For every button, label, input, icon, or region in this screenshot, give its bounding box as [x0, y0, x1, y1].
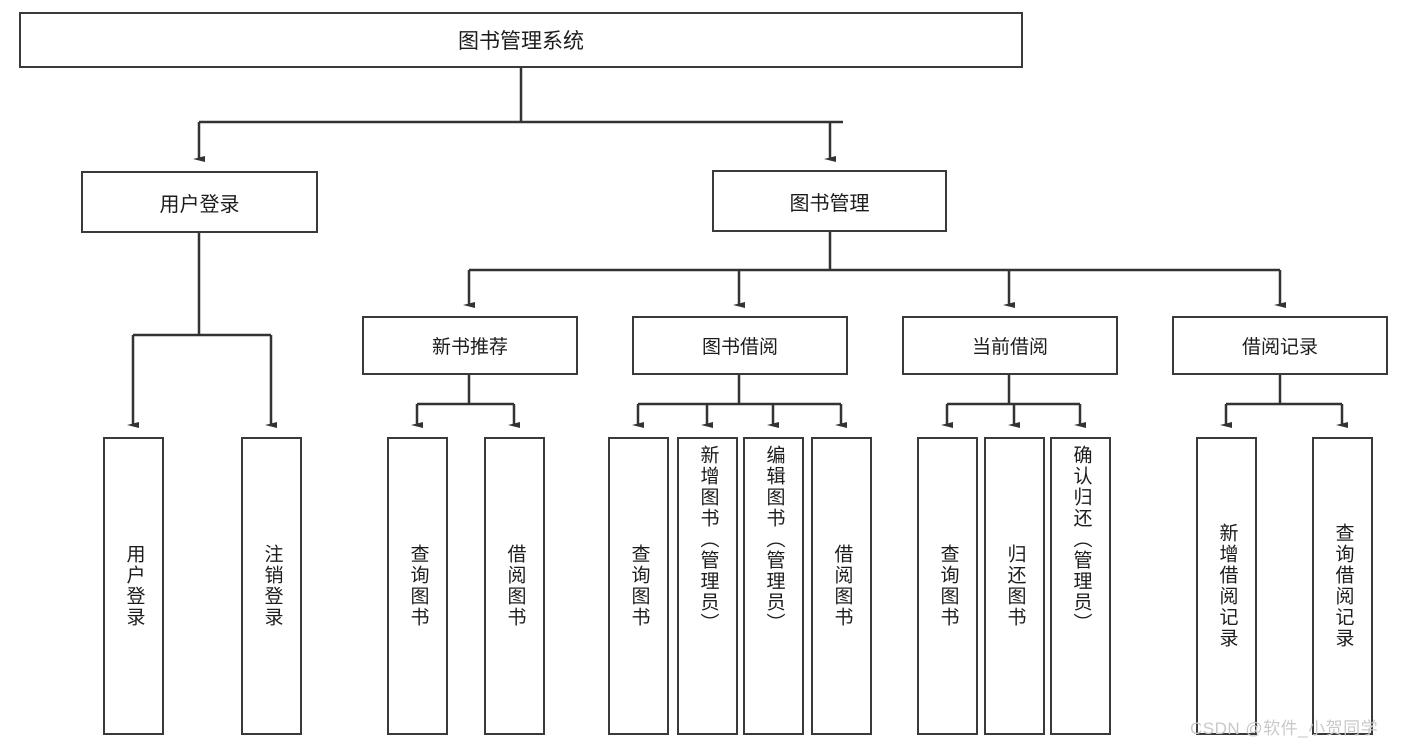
leaf-borrow-add-book[interactable]: 新增图书（管理员） — [677, 437, 738, 735]
leaf-current-return-book-label: 归还图书 — [1004, 544, 1026, 628]
node-book-management-label: 图书管理 — [789, 192, 870, 215]
leaf-borrow-query-book-label: 查询图书 — [628, 544, 650, 628]
leaf-record-add[interactable]: 新增借阅记录 — [1196, 437, 1257, 735]
node-root-system-label: 图书管理系统 — [458, 30, 584, 53]
leaf-new-book-query[interactable]: 查询图书 — [387, 437, 448, 735]
leaf-borrow-borrow-book[interactable]: 借阅图书 — [811, 437, 872, 735]
leaf-new-book-query-label: 查询图书 — [407, 544, 429, 628]
leaf-borrow-borrow-book-label: 借阅图书 — [831, 544, 853, 628]
csdn-watermark: CSDN @软件_小贺同学 — [1190, 719, 1379, 738]
leaf-borrow-edit-book[interactable]: 编辑图书（管理员） — [743, 437, 804, 735]
leaf-user-login-label: 用户登录 — [123, 544, 145, 628]
leaf-current-query-book[interactable]: 查询图书 — [917, 437, 978, 735]
leaf-new-book-borrow[interactable]: 借阅图书 — [484, 437, 545, 735]
node-current-borrow[interactable]: 当前借阅 — [902, 316, 1118, 375]
leaf-current-query-book-label: 查询图书 — [937, 544, 959, 628]
leaf-current-confirm-return-label: 确认归还（管理员） — [1070, 445, 1092, 634]
node-new-book-recommend[interactable]: 新书推荐 — [362, 316, 578, 375]
leaf-current-confirm-return[interactable]: 确认归还（管理员） — [1050, 437, 1111, 735]
node-user-login-label: 用户登录 — [159, 193, 240, 216]
node-borrow-record[interactable]: 借阅记录 — [1172, 316, 1388, 375]
node-borrow-record-label: 借阅记录 — [1241, 337, 1318, 358]
node-book-management[interactable]: 图书管理 — [712, 170, 947, 232]
node-new-book-recommend-label: 新书推荐 — [431, 337, 508, 358]
leaf-user-logout[interactable]: 注销登录 — [241, 437, 302, 735]
leaf-record-add-label: 新增借阅记录 — [1216, 523, 1238, 649]
node-root-system[interactable]: 图书管理系统 — [19, 12, 1023, 68]
leaf-new-book-borrow-label: 借阅图书 — [504, 544, 526, 628]
leaf-record-query-label: 查询借阅记录 — [1332, 523, 1354, 649]
node-book-borrow[interactable]: 图书借阅 — [632, 316, 848, 375]
leaf-user-logout-label: 注销登录 — [261, 544, 283, 628]
node-book-borrow-label: 图书借阅 — [701, 337, 778, 358]
leaf-current-return-book[interactable]: 归还图书 — [984, 437, 1045, 735]
leaf-user-login[interactable]: 用户登录 — [103, 437, 164, 735]
leaf-borrow-edit-book-label: 编辑图书（管理员） — [763, 445, 785, 634]
leaf-record-query[interactable]: 查询借阅记录 — [1312, 437, 1373, 735]
node-user-login[interactable]: 用户登录 — [81, 171, 318, 233]
node-current-borrow-label: 当前借阅 — [971, 337, 1048, 358]
leaf-borrow-query-book[interactable]: 查询图书 — [608, 437, 669, 735]
leaf-borrow-add-book-label: 新增图书（管理员） — [697, 445, 719, 634]
